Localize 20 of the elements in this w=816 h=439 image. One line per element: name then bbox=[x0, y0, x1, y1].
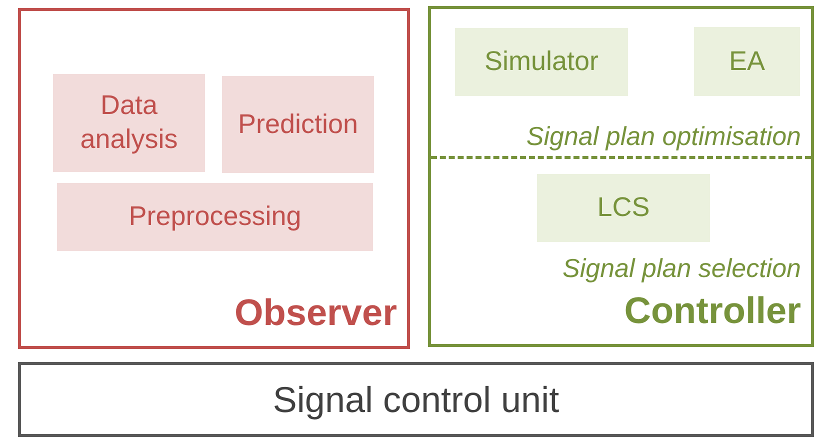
controller-panel bbox=[428, 6, 814, 347]
module-box bbox=[53, 74, 205, 172]
module-box bbox=[222, 76, 374, 173]
module-label: LCS bbox=[597, 191, 650, 224]
module-box bbox=[57, 183, 373, 251]
module-label: Prediction bbox=[238, 108, 358, 141]
section-caption: Signal plan optimisation bbox=[526, 121, 801, 152]
module-box bbox=[537, 174, 710, 242]
module-label: Preprocessing bbox=[128, 200, 302, 234]
observer-panel bbox=[18, 8, 410, 349]
panel-title: Observer bbox=[234, 292, 397, 334]
module-label: Simulator bbox=[484, 45, 599, 78]
panel-title: Controller bbox=[624, 290, 801, 332]
control-unit-bar bbox=[18, 362, 814, 437]
module-label: Data analysis bbox=[79, 89, 179, 156]
module-label: EA bbox=[728, 44, 766, 78]
section-caption: Signal plan selection bbox=[562, 253, 801, 284]
module-box bbox=[694, 27, 800, 96]
unit-label: Signal control unit bbox=[272, 378, 560, 420]
module-box bbox=[455, 28, 628, 96]
